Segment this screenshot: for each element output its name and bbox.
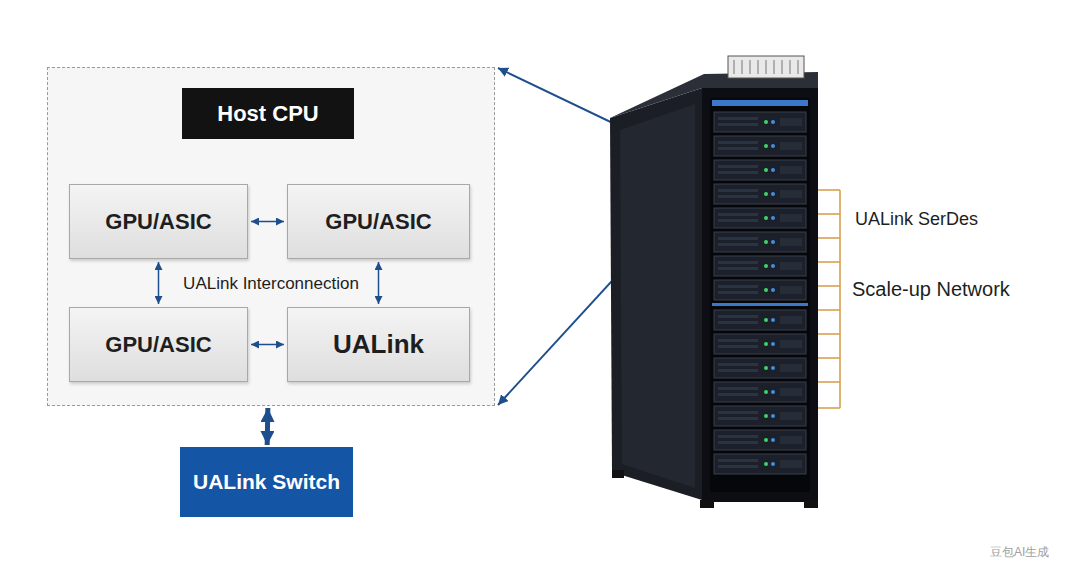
node-label: GPU/ASIC bbox=[105, 209, 211, 235]
serdes-bracket bbox=[818, 190, 840, 408]
gpu-box: GPU/ASIC bbox=[69, 184, 248, 259]
watermark: 豆包AI生成 bbox=[990, 544, 1049, 561]
cpu-box: Host CPU bbox=[182, 88, 354, 139]
switch-box: UALink Switch bbox=[180, 447, 353, 517]
server-rack bbox=[610, 56, 818, 508]
serdes-label: UALink SerDes bbox=[855, 209, 978, 230]
link-arrow bbox=[265, 408, 271, 445]
network-label: Scale-up Network bbox=[852, 278, 1010, 301]
group-label: UALink Interconnection bbox=[48, 274, 494, 294]
gpu-box: GPU/ASIC bbox=[69, 307, 248, 382]
group-container: UALink Interconnection Host CPU GPU/ASIC GP… bbox=[47, 67, 495, 406]
ualink-box: UALink bbox=[287, 307, 470, 382]
node-label: UALink Switch bbox=[193, 470, 340, 494]
node-label: GPU/ASIC bbox=[325, 209, 431, 235]
gpu-box: GPU/ASIC bbox=[287, 184, 470, 259]
node-label: GPU/ASIC bbox=[105, 332, 211, 358]
node-label: Host CPU bbox=[217, 101, 318, 127]
node-label: UALink bbox=[333, 329, 424, 360]
